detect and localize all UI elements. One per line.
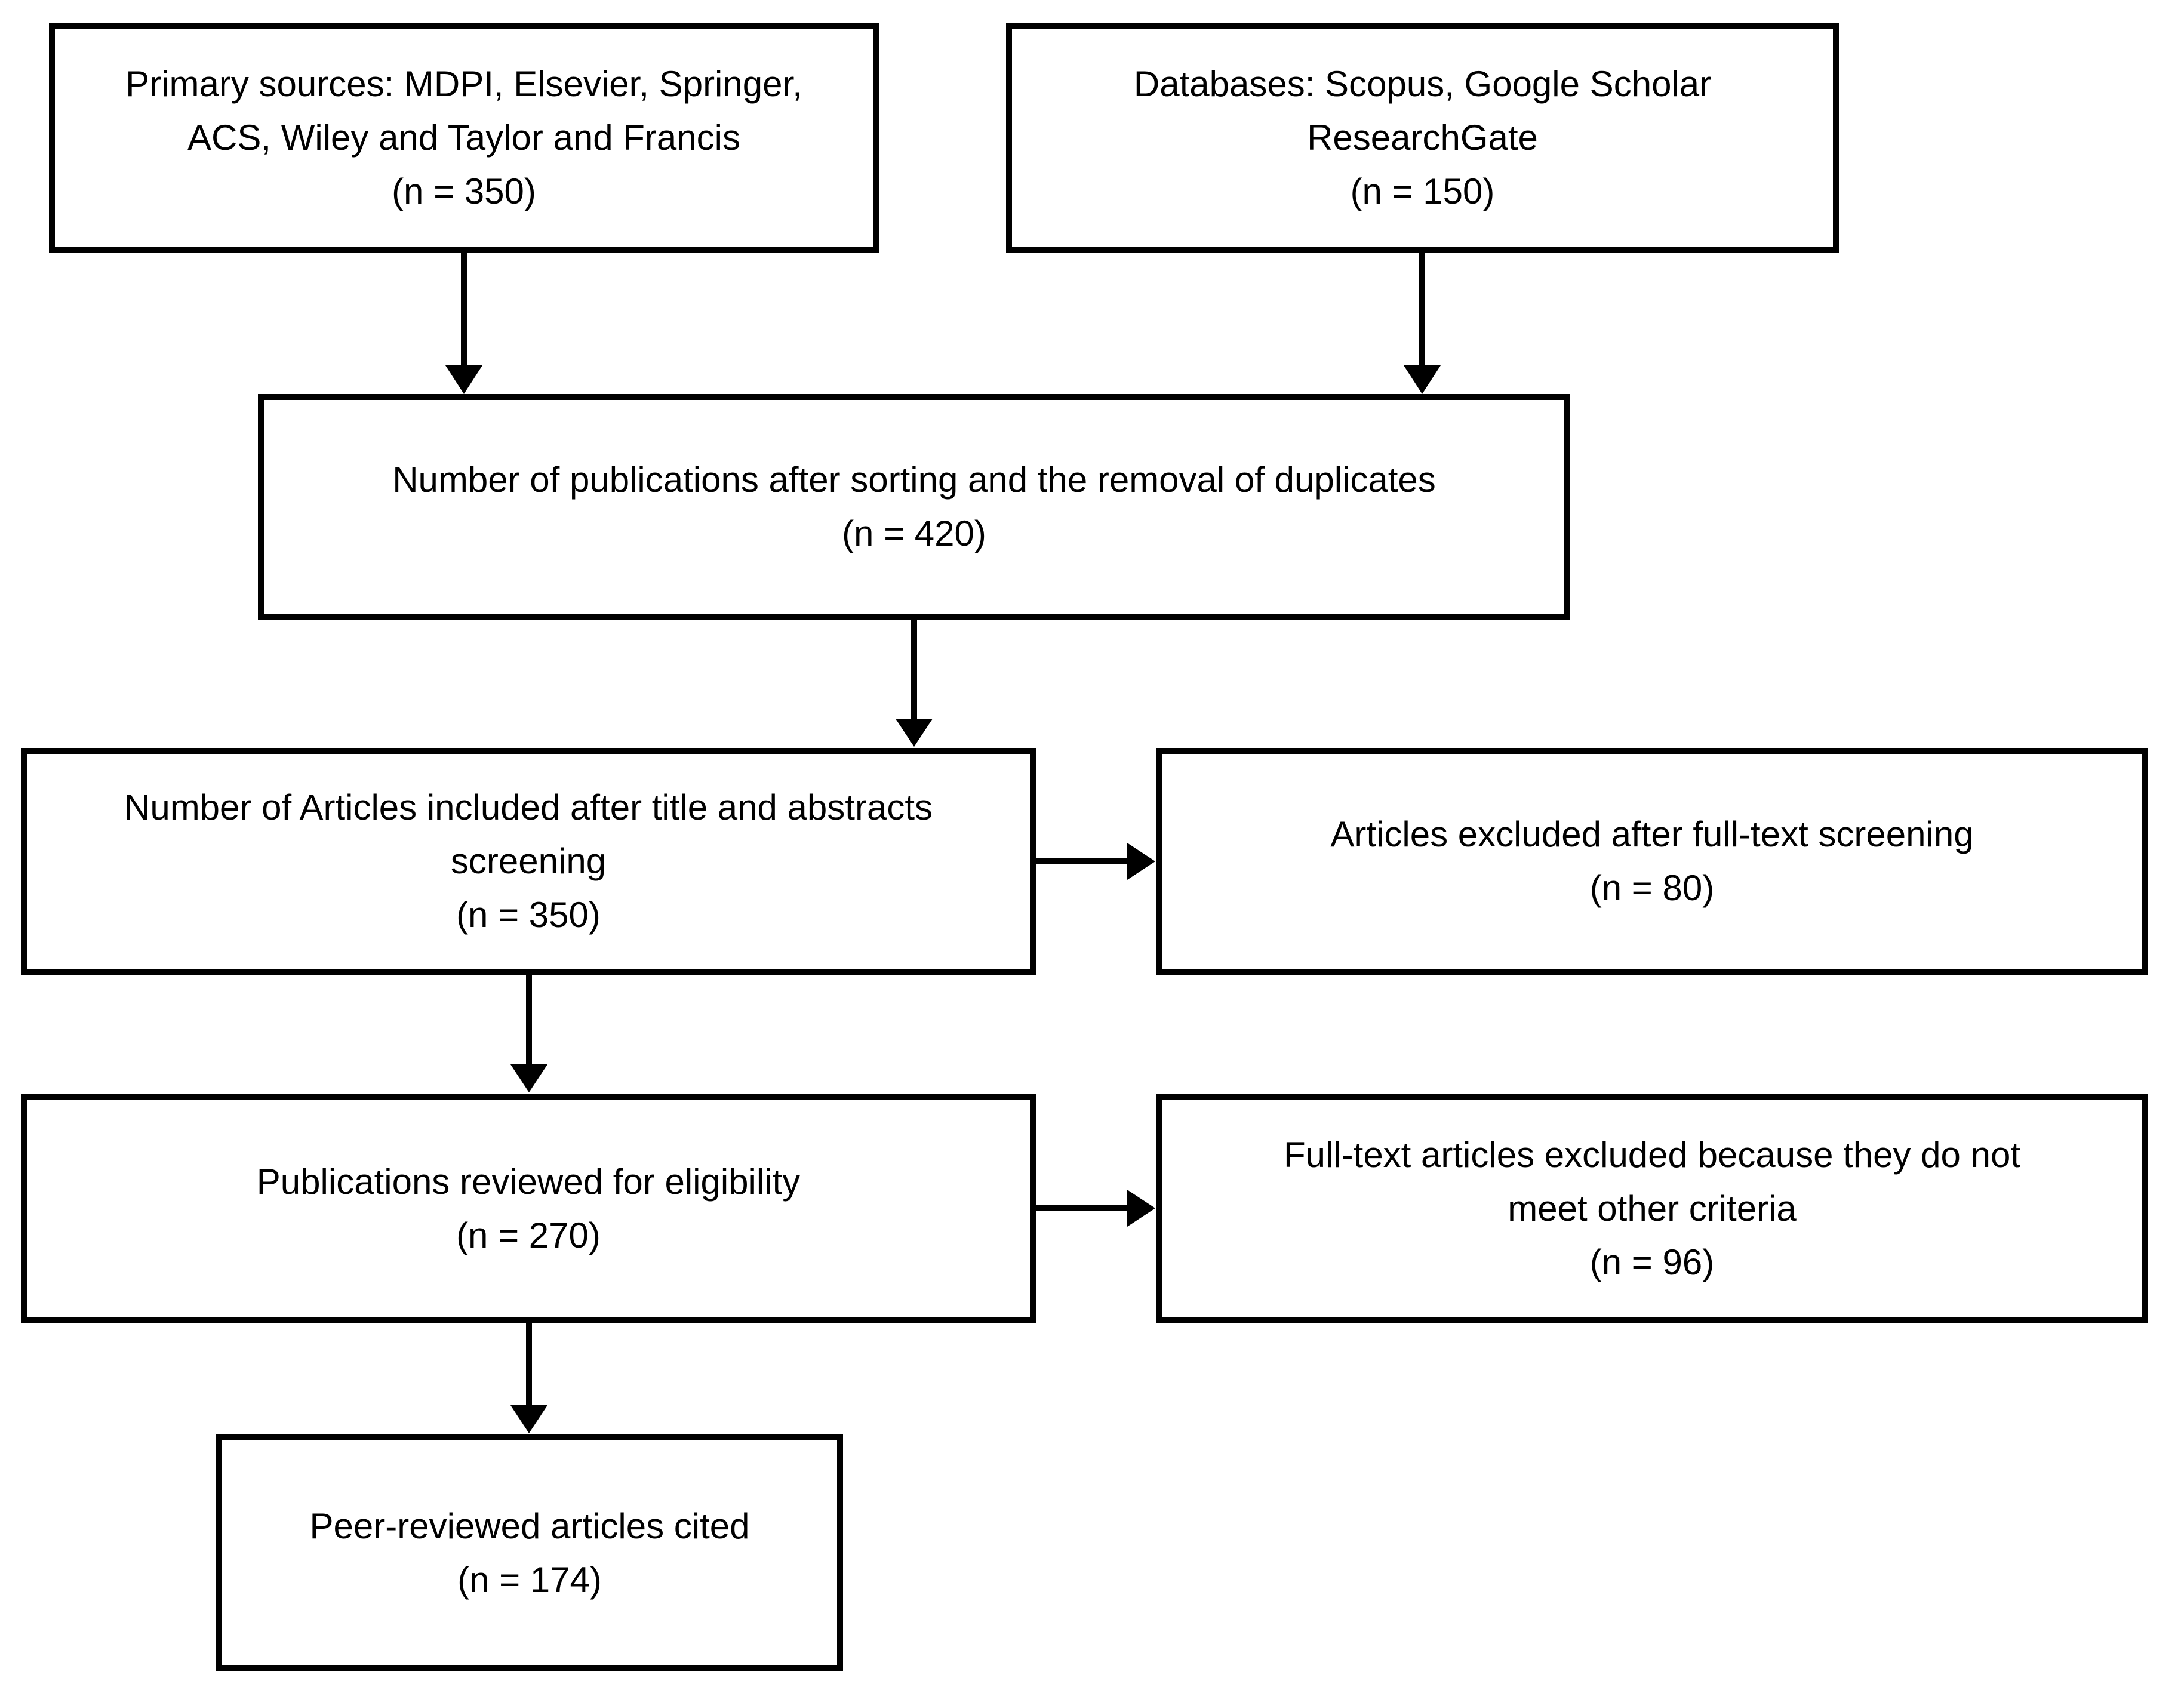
arrow-primary-to-dedup xyxy=(445,251,482,394)
box-excluded-other-criteria: Full-text articles excluded because they… xyxy=(1156,1094,2148,1323)
box-text-line: Publications reviewed for eligibility xyxy=(256,1161,801,1202)
box-text-line: Articles excluded after full-text screen… xyxy=(1330,814,1974,854)
box-count: (n = 420) xyxy=(842,513,986,553)
box-primary-sources: Primary sources: MDPI, Elsevier, Springe… xyxy=(49,23,879,253)
arrow-eligibility-to-excluded-criteria xyxy=(1034,1190,1155,1227)
box-excluded-full-text: Articles excluded after full-text screen… xyxy=(1156,748,2148,975)
box-text-line: Number of Articles included after title … xyxy=(124,787,933,827)
box-count: (n = 350) xyxy=(456,895,601,935)
arrow-databases-to-dedup xyxy=(1404,251,1441,394)
arrow-dedup-to-screening xyxy=(896,618,933,747)
box-after-deduplication: Number of publications after sorting and… xyxy=(258,394,1570,620)
box-count: (n = 80) xyxy=(1589,868,1715,908)
box-peer-reviewed-cited: Peer-reviewed articles cited (n = 174) xyxy=(216,1434,843,1671)
box-databases: Databases: Scopus, Google Scholar Resear… xyxy=(1006,23,1839,253)
box-text-line: meet other criteria xyxy=(1508,1188,1797,1229)
arrow-screening-to-eligibility xyxy=(510,973,547,1092)
box-text-line: Full-text articles excluded because they… xyxy=(1283,1134,2020,1175)
box-text-line: Primary sources: MDPI, Elsevier, Springe… xyxy=(125,63,802,104)
arrow-screening-to-excluded-fulltext xyxy=(1034,843,1155,880)
box-title-abstract-screening: Number of Articles included after title … xyxy=(21,748,1036,975)
box-count: (n = 150) xyxy=(1350,171,1495,211)
arrow-eligibility-to-cited xyxy=(510,1322,547,1433)
box-text-line: Number of publications after sorting and… xyxy=(392,460,1436,500)
box-text-line: screening xyxy=(450,841,607,881)
box-count: (n = 96) xyxy=(1589,1242,1715,1282)
box-reviewed-eligibility: Publications reviewed for eligibility (n… xyxy=(21,1094,1036,1323)
box-text-line: Peer-reviewed articles cited xyxy=(309,1505,750,1546)
box-text-line: Databases: Scopus, Google Scholar xyxy=(1133,63,1712,104)
box-text-line: ResearchGate xyxy=(1307,117,1538,158)
box-count: (n = 270) xyxy=(456,1215,601,1255)
box-text-line: ACS, Wiley and Taylor and Francis xyxy=(187,117,740,158)
box-count: (n = 350) xyxy=(392,171,536,211)
box-count: (n = 174) xyxy=(457,1559,602,1600)
